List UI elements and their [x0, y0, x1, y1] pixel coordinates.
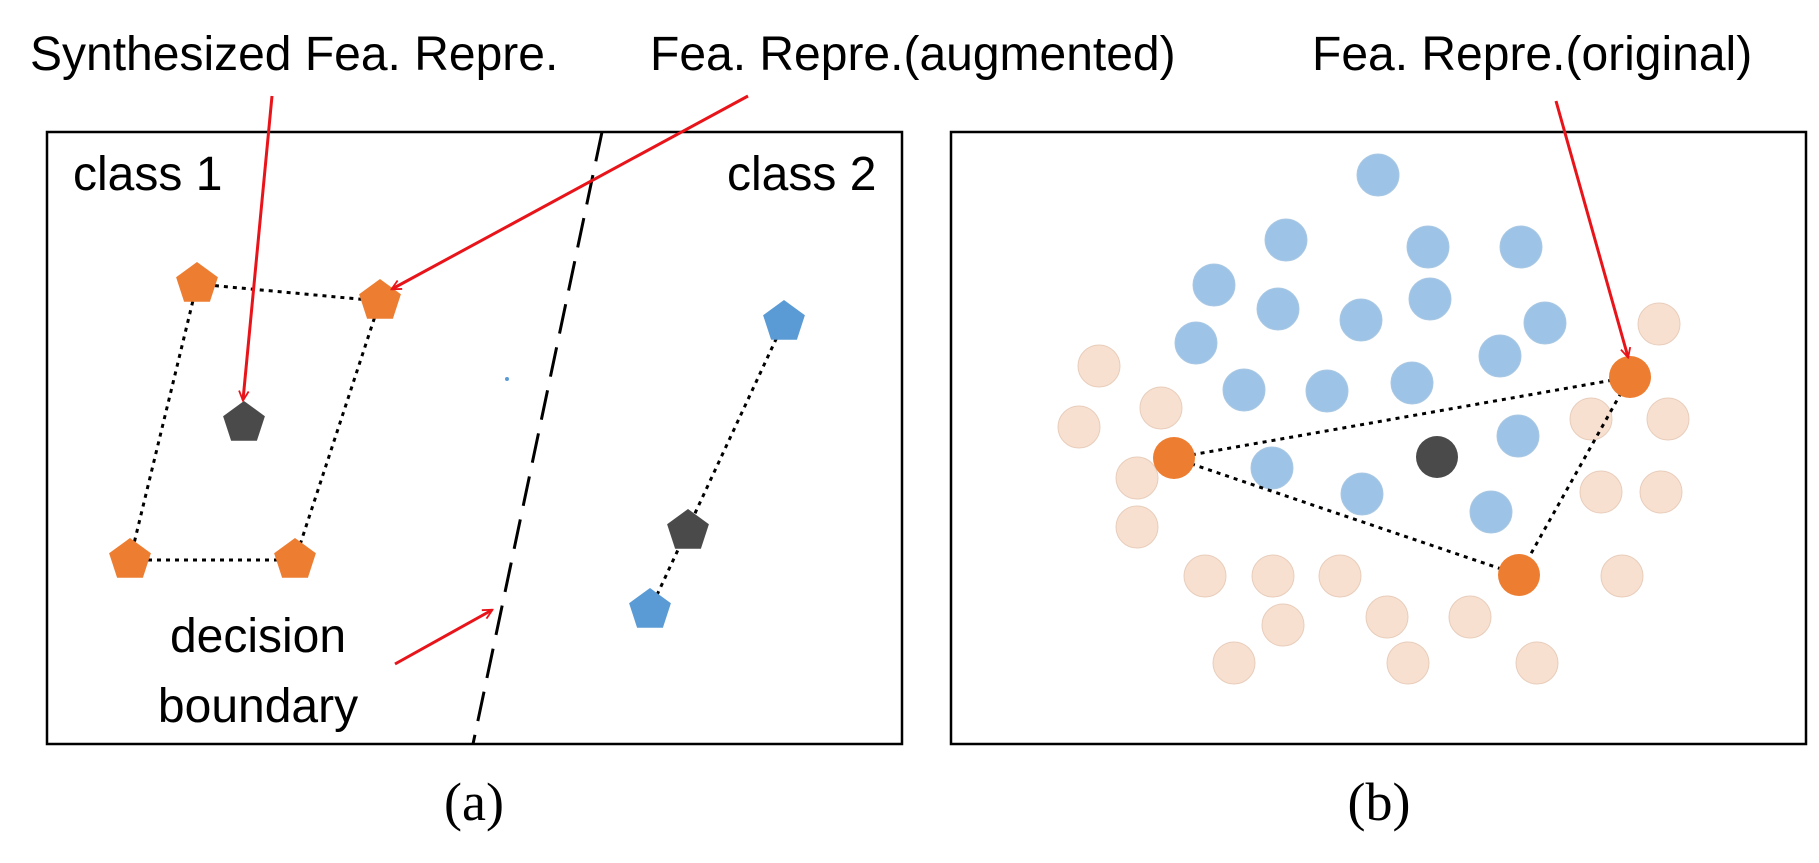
connector-class2 [648, 321, 786, 611]
circle-marker [1305, 369, 1349, 413]
circle-marker [1469, 490, 1513, 534]
circle-marker [1256, 287, 1300, 331]
panel-b-frame [949, 130, 1808, 746]
original-points [1153, 356, 1651, 596]
decision-label-line2: boundary [158, 680, 358, 733]
connector-bottom [1173, 456, 1520, 577]
panel-a: class 1 class 2 decision bou [45, 130, 904, 832]
stray-dot [505, 377, 509, 381]
class1-connections [128, 282, 382, 562]
circle-marker [1523, 301, 1567, 345]
connector-left [128, 283, 199, 561]
circle-marker [1637, 302, 1681, 346]
triangle-connections [1173, 375, 1632, 577]
circle-marker [1356, 153, 1400, 197]
caption-b: (b) [1348, 772, 1411, 832]
circle-marker [1261, 603, 1305, 647]
circle-marker [1318, 554, 1362, 598]
synthesized-arrow [243, 95, 274, 400]
circle-marker [1515, 641, 1559, 685]
panel-b: (b) [949, 130, 1808, 832]
circle-marker [1115, 456, 1159, 500]
class1-label: class 1 [73, 148, 222, 201]
circle-marker [1183, 554, 1227, 598]
circle-marker [1386, 641, 1430, 685]
connector-top [196, 282, 381, 303]
decision-label-line1: decision [170, 610, 346, 663]
circle-marker [1250, 446, 1294, 490]
circle-marker [1600, 554, 1644, 598]
connector-right [293, 300, 382, 561]
circle-marker [1448, 595, 1492, 639]
circle-marker [1609, 356, 1651, 398]
original-arrow [1554, 100, 1628, 357]
original-label: Fea. Repre.(original) [1312, 28, 1752, 81]
circle-marker [1406, 225, 1450, 269]
synthesized-pentagon-marker [667, 509, 709, 549]
circle-marker [1365, 595, 1409, 639]
circle-marker [1499, 225, 1543, 269]
circle-marker [1192, 263, 1236, 307]
decision-boundary-line [471, 131, 604, 745]
synthesized-label: Synthesized Fea. Repre. [30, 28, 558, 81]
circle-marker [1339, 298, 1383, 342]
synthesized-pentagon-marker [223, 401, 265, 441]
circle-marker [1264, 218, 1308, 262]
circle-marker [1077, 344, 1121, 388]
pentagon-marker [763, 300, 805, 340]
pentagon-marker [274, 538, 316, 578]
circle-marker [1408, 277, 1452, 321]
pentagon-marker [176, 262, 218, 302]
class2-label: class 2 [727, 148, 876, 201]
circle-marker [1496, 414, 1540, 458]
circle-marker [1646, 397, 1690, 441]
circle-marker [1212, 641, 1256, 685]
pentagon-marker [109, 538, 151, 578]
circle-marker [1569, 397, 1613, 441]
peach-cloud [1057, 302, 1690, 685]
circle-marker [1579, 470, 1623, 514]
circle-marker [1115, 505, 1159, 549]
circle-marker [1251, 554, 1295, 598]
circle-marker [1478, 334, 1522, 378]
class2-points [629, 300, 805, 628]
augmented-label: Fea. Repre.(augmented) [650, 28, 1176, 81]
pentagon-marker [359, 279, 401, 319]
blue-cloud [1174, 153, 1567, 534]
synthesized-circle-marker [1416, 436, 1458, 478]
augmented-arrow [392, 94, 749, 291]
circle-marker [1174, 321, 1218, 365]
annotation-arrows [243, 94, 1628, 666]
caption-a: (a) [444, 772, 504, 832]
circle-marker [1139, 386, 1183, 430]
pentagon-marker [629, 588, 671, 628]
boundary-arrow [394, 608, 492, 666]
circle-marker [1222, 368, 1266, 412]
circle-marker [1153, 437, 1195, 479]
class2-connections [648, 321, 786, 611]
circle-marker [1639, 470, 1683, 514]
circle-marker [1340, 472, 1384, 516]
connector-right [1517, 376, 1632, 576]
circle-marker [1498, 554, 1540, 596]
circle-marker [1057, 405, 1101, 449]
class1-points [109, 262, 401, 578]
circle-marker [1390, 361, 1434, 405]
